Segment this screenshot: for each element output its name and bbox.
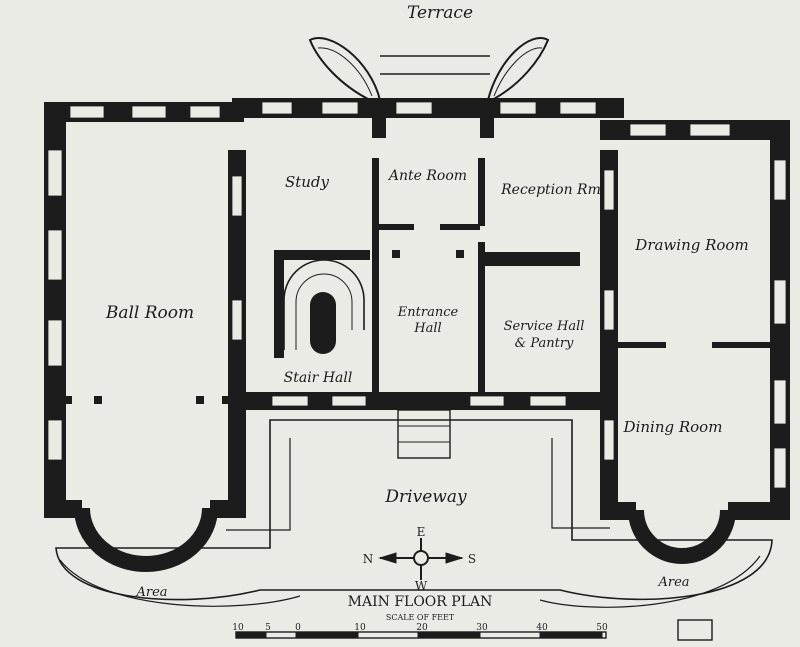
scale-ticks: 10 5 0 10 20 30 40 50 (232, 623, 608, 633)
wall-stair-top (274, 250, 370, 260)
label-service-hall-2: & Pantry (515, 336, 574, 351)
pier-terrace-right (480, 98, 494, 138)
terrace-stair-right (487, 37, 550, 101)
label-ball-room: Ball Room (105, 303, 194, 323)
compass-w: W (415, 579, 428, 593)
wall-ante-left (372, 158, 379, 398)
stair-curve (283, 259, 365, 350)
scale-tick: 30 (476, 623, 488, 633)
wall-ante-cross-right (440, 224, 480, 230)
column-ballroom-2 (94, 396, 102, 404)
compass (378, 538, 464, 580)
label-entrance-hall-1: Entrance (397, 305, 459, 320)
scale-caption: SCALE OF FEET (386, 613, 455, 622)
plan-title: MAIN FLOOR PLAN (348, 594, 493, 610)
wall-right-bottom-right (728, 502, 790, 520)
pier-terrace-left (372, 98, 386, 138)
scale-tick: 50 (596, 623, 608, 633)
scale-tick: 5 (265, 623, 271, 633)
bay-dining (628, 509, 736, 564)
scale-tick: 40 (536, 623, 548, 633)
label-ante-room: Ante Room (387, 168, 467, 184)
wall-ballroom-left (44, 102, 66, 518)
scale-tick: 20 (416, 623, 428, 633)
label-area-right: Area (657, 575, 689, 590)
label-area-left: Area (135, 585, 167, 600)
bay-ballroom (74, 507, 218, 572)
wall-ballroom-bottom-right (210, 500, 246, 518)
wall-reception-left (478, 158, 485, 226)
column-ballroom-1 (64, 396, 72, 404)
pier-entrance-left (392, 250, 400, 258)
wall-stair-left (274, 250, 284, 358)
wall-right-bottom-left (600, 502, 636, 520)
wall-drawing-dining-left (618, 342, 666, 348)
scale-tick: 10 (354, 623, 366, 633)
terrace-stair-left (308, 37, 381, 101)
wall-drawing-dining-right (712, 342, 772, 348)
column-ballroom-3 (196, 396, 204, 404)
label-driveway: Driveway (384, 487, 467, 507)
label-drawing-room: Drawing Room (634, 236, 748, 254)
label-study: Study (285, 173, 330, 191)
driveway-outline (55, 419, 773, 601)
scale-tick: 0 (295, 623, 301, 633)
wall-service-top (484, 252, 580, 266)
label-dining-room: Dining Room (623, 418, 723, 436)
label-entrance-hall-2: Hall (413, 321, 441, 336)
compass-n: N (363, 552, 374, 566)
wall-ante-cross-left (378, 224, 414, 230)
label-terrace: Terrace (407, 3, 473, 23)
compass-s: S (468, 552, 476, 566)
scale-bar (235, 631, 607, 639)
label-stair-hall: Stair Hall (284, 370, 353, 386)
label-service-hall-1: Service Hall (504, 319, 585, 334)
wall-ballroom-bottom-left (44, 500, 82, 518)
pier-entrance-right (456, 250, 464, 258)
entrance-steps (397, 409, 451, 459)
wall-service-left (478, 242, 485, 398)
compass-e: E (417, 525, 426, 539)
scale-tick: 10 (232, 623, 244, 633)
wall-stair-inner (310, 292, 336, 354)
column-ballroom-4 (222, 396, 230, 404)
label-reception: Reception Rm (500, 182, 601, 198)
